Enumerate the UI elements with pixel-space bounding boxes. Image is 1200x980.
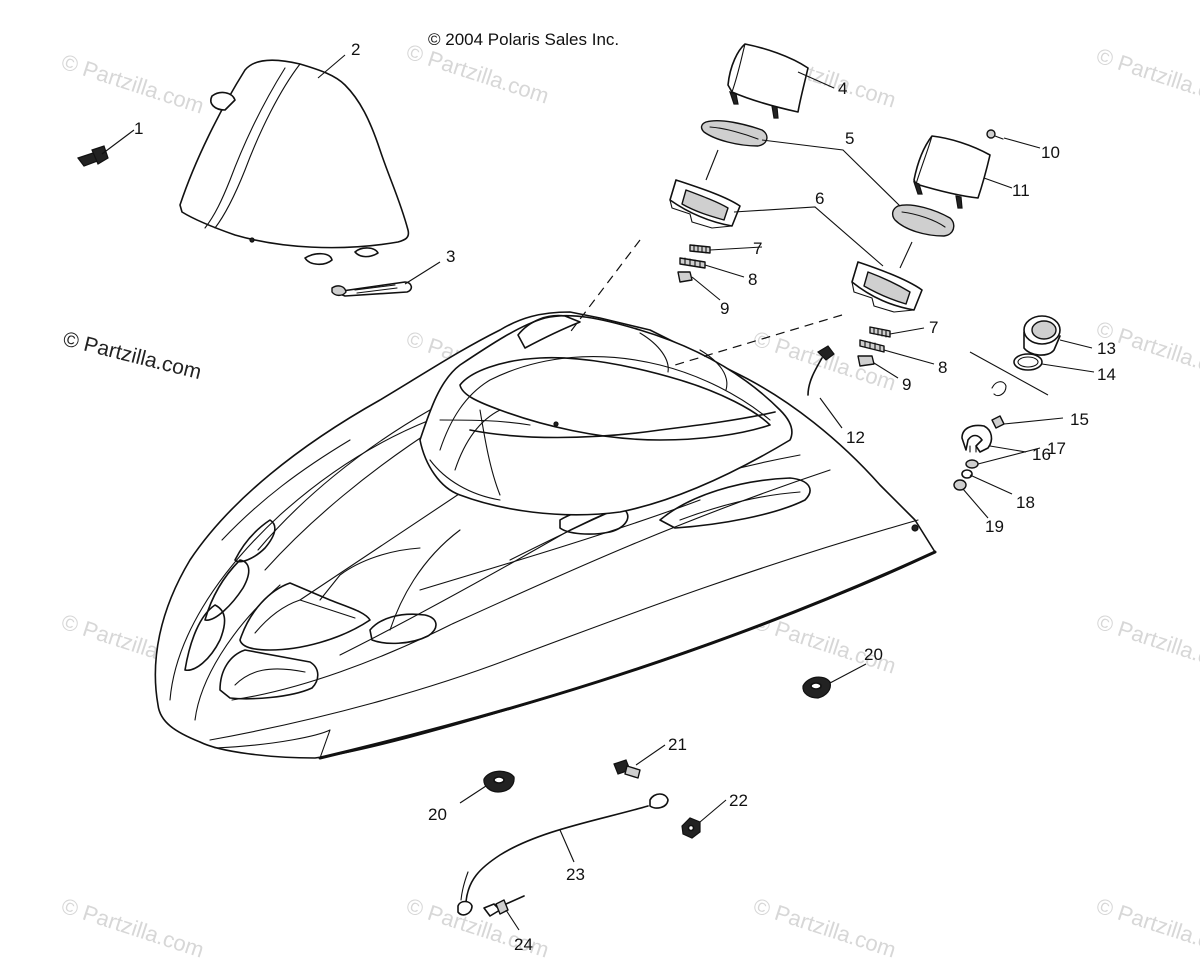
bezel-part-6 [669, 179, 741, 229]
callout-21: 21 [668, 735, 687, 754]
assembly-line [705, 149, 719, 181]
console-housing [419, 314, 793, 516]
assembly-line [567, 239, 641, 336]
assembly-line [969, 351, 1049, 396]
watermark: © Partzilla.com [58, 893, 207, 963]
watermark: © Partzilla.com [58, 49, 207, 119]
callout-9: 9 [902, 375, 911, 394]
windshield-part-2 [179, 59, 410, 266]
callout-22: 22 [729, 791, 748, 810]
grommet-part-20 [483, 770, 515, 793]
watermark: © Partzilla.com [1093, 43, 1200, 113]
callout-23: 23 [566, 865, 585, 884]
watermark: © Partzilla.com [1093, 609, 1200, 679]
callout-8: 8 [938, 358, 947, 377]
callout-10: 10 [1041, 143, 1060, 162]
callout-11: 11 [1012, 181, 1030, 200]
callout-2: 2 [351, 40, 360, 59]
callout-6: 6 [815, 189, 824, 208]
callout-8: 8 [748, 270, 757, 289]
wire-tie-part-12 [807, 345, 835, 396]
nut-part-9 [857, 355, 875, 367]
callout-20: 20 [428, 805, 447, 824]
strap-part-3 [331, 281, 413, 297]
washer-part-17 [965, 459, 979, 469]
grommet-part-20 [802, 676, 831, 699]
watermark: © Partzilla.com [403, 39, 552, 109]
callout-4: 4 [838, 79, 847, 98]
callout-13: 13 [1097, 339, 1116, 358]
watermark: © Partzilla.com [750, 326, 899, 396]
callout-12: 12 [846, 428, 865, 447]
gauge-part-11 [913, 135, 991, 209]
pin-part-24 [483, 895, 525, 917]
washer-part-18 [961, 469, 973, 479]
nut-part-19 [953, 479, 967, 491]
callout-9: 9 [720, 299, 729, 318]
callout-16: 16 [1032, 445, 1051, 464]
watermark: © Partzilla.com [1093, 893, 1200, 963]
callout-1: 1 [134, 119, 143, 138]
spring-part-7 [869, 326, 891, 338]
callout-18: 18 [1016, 493, 1035, 512]
nut-part-22 [681, 817, 701, 839]
gasket-part-5 [700, 120, 768, 147]
spring-part-8 [679, 257, 706, 269]
callout-15: 15 [1070, 410, 1089, 429]
gauge-cover-part-4 [727, 43, 809, 119]
callout-7: 7 [753, 239, 762, 258]
spring-part-8 [859, 339, 885, 353]
callout-14: 14 [1097, 365, 1116, 384]
callout-labels: 1 2 3 4 5 6 7 8 9 10 11 12 13 14 15 16 1… [134, 40, 1116, 954]
bolt-part-21 [613, 759, 641, 779]
tether-cable-part-23 [457, 793, 669, 916]
callout-5: 5 [845, 129, 854, 148]
spring-part-7 [689, 244, 711, 254]
callout-24: 24 [514, 935, 533, 954]
screw-part-1 [77, 145, 109, 167]
bezel-part-6 [851, 261, 923, 313]
gasket-part-5 [891, 204, 955, 237]
bracket-part-16 [961, 424, 993, 453]
side-watermark: © Partzilla.com [61, 328, 204, 385]
watermark: © Partzilla.com [750, 893, 899, 963]
callout-20: 20 [864, 645, 883, 664]
callout-3: 3 [446, 247, 455, 266]
callout-17: 17 [1047, 439, 1066, 458]
nut-part-9 [677, 271, 693, 283]
callout-7: 7 [929, 318, 938, 337]
switch-part-13 [1023, 315, 1061, 356]
leader-lines [101, 54, 1095, 931]
copyright-text: © 2004 Polaris Sales Inc. [428, 30, 619, 49]
assembly-line [899, 241, 913, 269]
clip-part-15 [991, 381, 1007, 429]
screw-part-10 [986, 129, 1004, 140]
callout-19: 19 [985, 517, 1004, 536]
ring-part-14 [1013, 353, 1043, 371]
